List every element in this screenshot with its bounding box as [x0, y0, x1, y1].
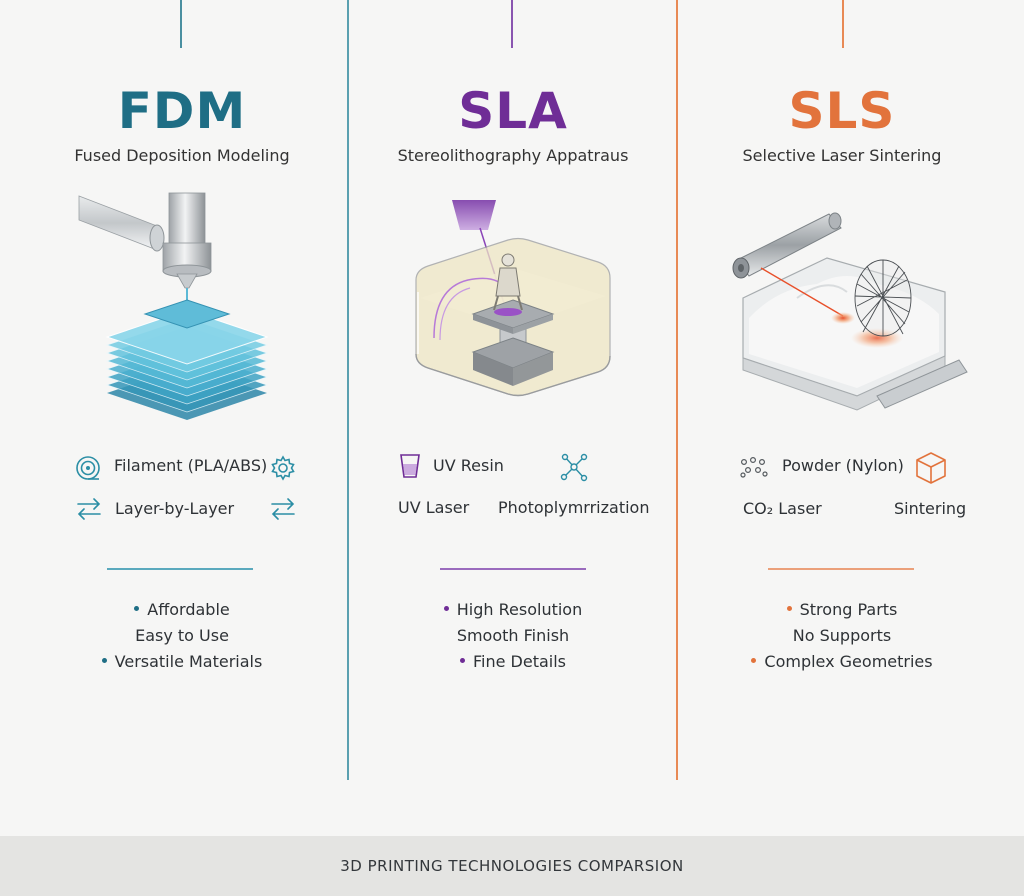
sla-top-tick — [511, 0, 513, 48]
filament-spool-icon — [76, 456, 100, 480]
fdm-column: FDM Fused Deposition Modeling — [17, 0, 347, 820]
sls-separator — [768, 568, 914, 570]
fdm-separator — [107, 568, 253, 570]
fdm-bullet-text: Easy to Use — [135, 626, 229, 645]
fdm-bullet-text: Versatile Materials — [114, 652, 263, 671]
footer-title: 3D PRINTING TECHNOLOGIES COMPARSION — [340, 857, 684, 875]
sla-subtitle: Stereolithography Appatraus — [397, 146, 629, 165]
fdm-bullet-1: Affordable — [17, 600, 347, 619]
sla-bullet-1: High Resolution — [348, 600, 678, 619]
bullet-dot — [459, 658, 465, 663]
footer-bar: 3D PRINTING TECHNOLOGIES COMPARSION — [0, 836, 1024, 896]
sls-top-tick — [842, 0, 844, 48]
sls-bullet-1: Strong Parts — [677, 600, 1007, 619]
divider-sla-sls — [676, 0, 678, 780]
sls-bullet-text: No Supports — [792, 626, 892, 645]
sls-title: SLS — [788, 82, 896, 140]
sla-bullet-text: Smooth Finish — [456, 626, 570, 645]
sls-bullet-text: Complex Geometries — [764, 652, 933, 671]
fdm-feature-filament: Filament (PLA/ABS) — [114, 456, 268, 475]
powder-dots-icon — [740, 456, 768, 478]
fdm-title: FDM — [117, 82, 247, 140]
sla-feature-uv-laser: UV Laser — [398, 498, 470, 517]
sla-figurine — [493, 253, 523, 316]
fdm-layer-stack — [105, 299, 269, 420]
sls-lattice-part — [854, 259, 912, 337]
sla-feature-resin: UV Resin — [433, 456, 504, 475]
sla-separator — [440, 568, 586, 570]
molecule-icon — [560, 453, 588, 482]
gear-icon — [271, 455, 295, 481]
fdm-illustration — [78, 192, 269, 420]
fdm-subtitle: Fused Deposition Modeling — [74, 146, 290, 165]
sla-feature-photopolymerization: Photoplymrrization — [498, 498, 650, 517]
sla-bullet-text: High Resolution — [456, 600, 583, 619]
bullet-dot — [101, 658, 107, 663]
sla-title: SLA — [458, 82, 568, 140]
fdm-bullet-2: Easy to Use — [17, 626, 347, 645]
sls-feature-powder: Powder (Nylon) — [782, 456, 904, 475]
fdm-feature-layer: Layer-by-Layer — [115, 499, 235, 518]
fdm-top-tick — [180, 0, 182, 48]
sls-bullet-text: Strong Parts — [799, 600, 898, 619]
cube-icon — [916, 452, 946, 484]
swap-arrows-icon — [77, 498, 101, 520]
sls-bullet-2: No Supports — [677, 626, 1007, 645]
bullet-dot — [443, 606, 449, 611]
sls-subtitle: Selective Laser Sintering — [742, 146, 942, 165]
sla-illustration — [415, 200, 611, 397]
fdm-bullet-3: Versatile Materials — [17, 652, 347, 671]
swap-arrows-icon — [271, 498, 295, 520]
bullet-dot — [751, 658, 757, 663]
sla-column: SLA Stereolithography Appatraus — [348, 0, 678, 820]
bullet-dot — [786, 606, 792, 611]
sls-feature-co2-laser: CO₂ Laser — [743, 499, 822, 518]
bullet-dot — [134, 606, 140, 611]
fdm-bullet-text: Affordable — [147, 600, 230, 619]
sla-bullet-3: Fine Details — [348, 652, 678, 671]
divider-fdm-sla — [347, 0, 349, 780]
resin-cup-icon — [400, 454, 420, 478]
sls-illustration — [732, 212, 968, 411]
sls-feature-sintering: Sintering — [894, 499, 967, 518]
sla-bullet-2: Smooth Finish — [348, 626, 678, 645]
sls-bullet-3: Complex Geometries — [677, 652, 1007, 671]
sla-bullet-text: Fine Details — [472, 652, 567, 671]
sls-column: SLS Selective Laser Sintering — [677, 0, 1007, 820]
